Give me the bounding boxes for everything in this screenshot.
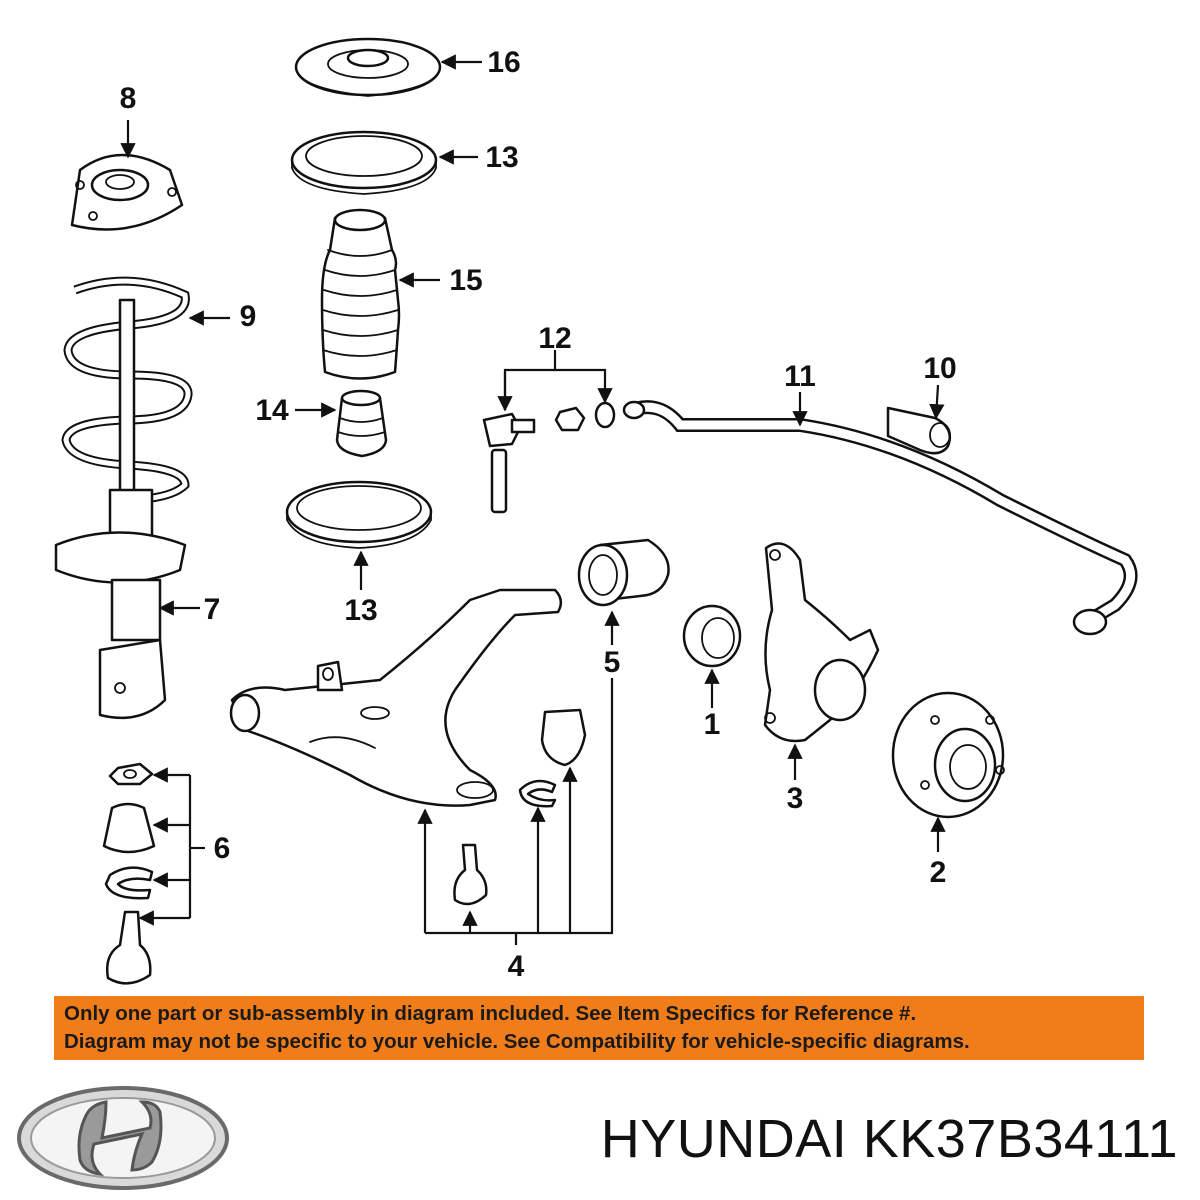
disclaimer-line-1: Only one part or sub-assembly in diagram… bbox=[64, 1002, 917, 1025]
callout-7: 7 bbox=[204, 593, 221, 626]
part-8-strut-mount bbox=[70, 153, 184, 231]
callout-13-lower: 13 bbox=[344, 594, 377, 627]
part-12-stabilizer-link bbox=[482, 401, 616, 514]
disclaimer-line-2: Diagram may not be specific to your vehi… bbox=[64, 1030, 970, 1053]
part-15-dust-boot bbox=[320, 208, 401, 380]
part-4-lower-control-arm bbox=[229, 588, 587, 906]
part-1-wheel-bearing bbox=[682, 604, 742, 668]
part-7-strut bbox=[54, 488, 187, 720]
callout-2: 2 bbox=[930, 856, 947, 889]
callout-4: 4 bbox=[508, 950, 525, 983]
part-16-mount-plate bbox=[294, 37, 442, 97]
callout-14: 14 bbox=[255, 394, 289, 427]
callout-1: 1 bbox=[704, 708, 721, 741]
callout-8: 8 bbox=[120, 82, 137, 115]
leader-lines bbox=[120, 54, 946, 945]
suspension-parts-diagram: 1 2 3 4 5 6 7 8 9 10 11 12 13 13 14 15 1… bbox=[54, 37, 1138, 985]
part-9-coil-spring bbox=[61, 276, 193, 505]
callout-15: 15 bbox=[449, 264, 482, 297]
callout-11: 11 bbox=[784, 360, 816, 393]
callout-13-upper: 13 bbox=[485, 141, 518, 174]
part-6-hardware-stack bbox=[102, 762, 156, 985]
callout-10: 10 bbox=[923, 352, 956, 385]
part-3-steering-knuckle bbox=[763, 542, 880, 743]
callout-5: 5 bbox=[604, 646, 621, 679]
diagram-disclaimer-banner: Only one part or sub-assembly in diagram… bbox=[54, 996, 1144, 1060]
brand-part-number-caption: HYUNDAI KK37B34111 bbox=[600, 1109, 1178, 1169]
callout-9: 9 bbox=[240, 300, 257, 333]
callout-3: 3 bbox=[787, 782, 804, 815]
part-14-bump-stop bbox=[335, 389, 388, 458]
part-2-wheel-hub bbox=[891, 691, 1005, 819]
hyundai-logo-icon bbox=[17, 1086, 229, 1190]
callout-12: 12 bbox=[538, 322, 571, 355]
callout-16: 16 bbox=[487, 46, 520, 79]
part-11-stabilizer-bar bbox=[622, 400, 1138, 636]
callout-6: 6 bbox=[214, 832, 231, 865]
part-13-lower-seat bbox=[285, 480, 433, 549]
callout-labels: 1 2 3 4 5 6 7 8 9 10 11 12 13 13 14 15 1… bbox=[120, 46, 957, 983]
part-5-bushing bbox=[577, 538, 670, 607]
part-13-upper-seat bbox=[290, 130, 438, 195]
